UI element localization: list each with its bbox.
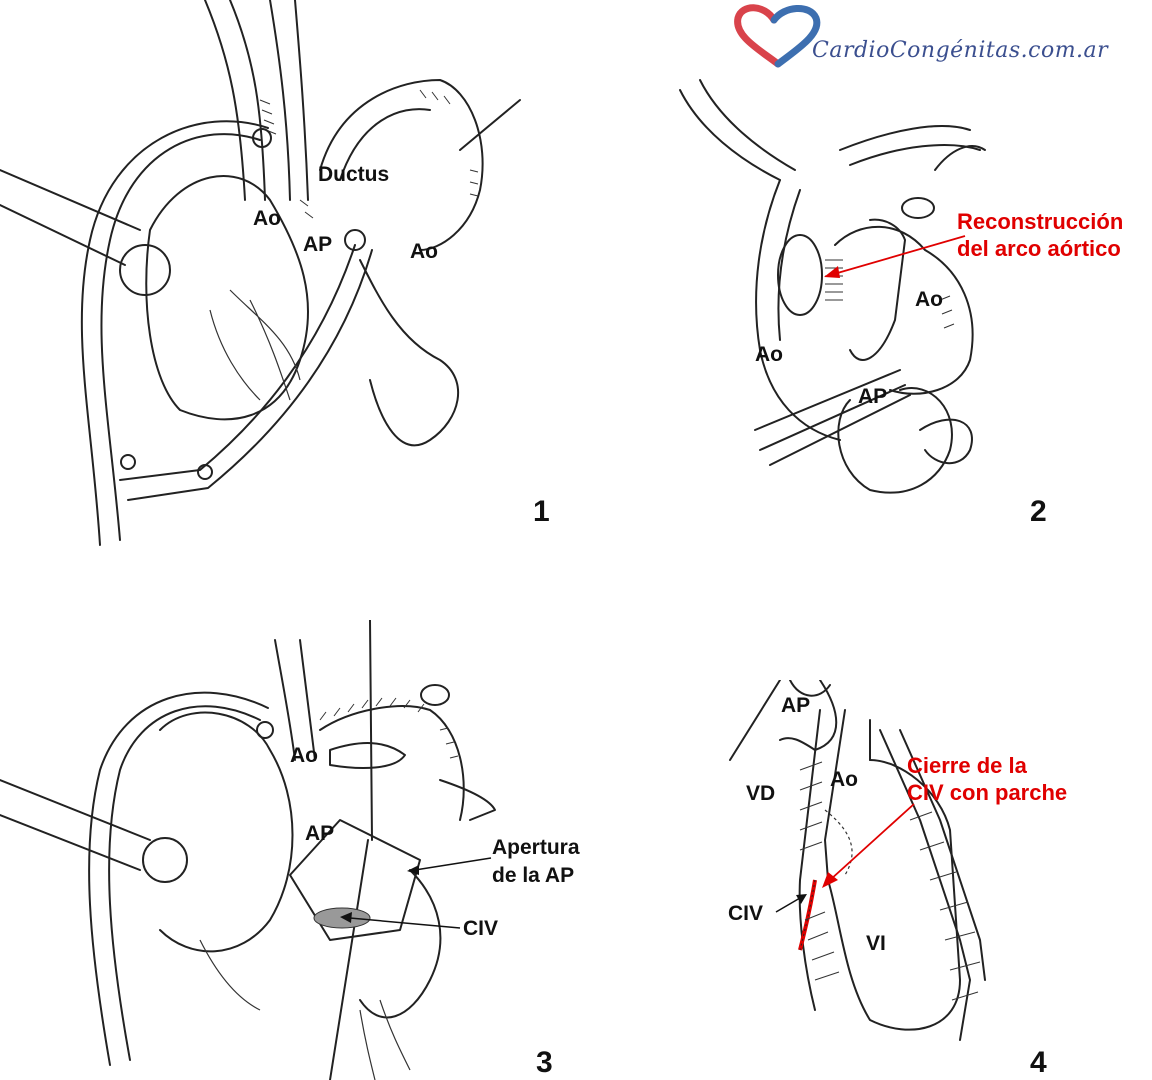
panel-2-label-ap: AP [858,385,887,409]
panel-3-arrow-apertura [405,852,495,882]
panel-4-label-ap: AP [781,694,810,718]
panel-4-label-vi: VI [866,932,886,956]
panel-2-label-ao-left: Ao [755,343,783,367]
panel-3-drawing [0,620,560,1080]
panel-4-arrow-civ [774,892,810,916]
panel-2-label-ao-right: Ao [915,288,943,312]
panel-2-arrow [810,230,970,290]
panel-1-label-ap: AP [303,233,332,257]
panel-1-drawing [0,0,560,560]
panel-3-arrow-civ [338,910,463,934]
panel-3-number: 3 [536,1046,553,1080]
panel-4-label-civ: CIV [728,902,763,926]
panel-3-label-civ: CIV [463,917,498,941]
panel-3-label-ao: Ao [290,744,318,768]
panel-4-label-ao: Ao [830,768,858,792]
panel-2-number: 2 [1030,495,1047,529]
panel-4-arrow [818,800,918,890]
logo-text: CardioCongénitas.com.ar [812,38,1108,63]
panel-1-label-ao-right: Ao [410,240,438,264]
panel-2-drawing [660,70,1080,530]
panel-1-label-ao-left: Ao [253,207,281,231]
panel-4-annotation: Cierre de la CIV con parche [907,752,1067,806]
panel-2-annotation: Reconstrucción del arco aórtico [957,208,1123,262]
panel-3-label-ap: AP [305,822,334,846]
panel-1-number: 1 [533,495,550,529]
panel-1-label-ductus: Ductus [318,163,389,187]
panel-4-label-vd: VD [746,782,775,806]
panel-3-label-apertura: Apertura de la AP [492,834,580,890]
panel-4-number: 4 [1030,1046,1047,1080]
